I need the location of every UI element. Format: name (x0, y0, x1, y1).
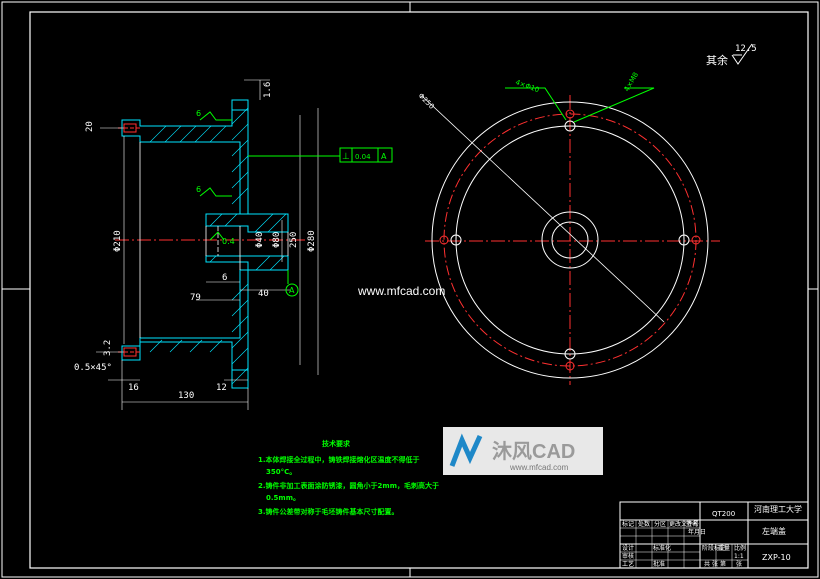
tb-cell-3: 更改文件号 (669, 520, 699, 528)
note-line-5: 3.铸件公差带对称于毛坯铸件基本尺寸配置。 (258, 507, 399, 516)
dim-val-79: 79 (190, 293, 201, 303)
tb-cell-16: 第 (720, 560, 726, 568)
watermark-logo-url: www.mfcad.com (509, 463, 569, 472)
surface-finish-value: 12.5 (735, 44, 757, 54)
dim-width: 130 (178, 391, 194, 401)
callout-thread: 4×M8 (623, 71, 640, 93)
dim-top-small: 20 (85, 121, 95, 132)
technical-notes: 技术要求 1.本体焊接全过程中，铸铁焊接熔化区温度不得低于 350°C。 2.铸… (258, 439, 439, 516)
dim-hub: Φ80 (272, 232, 282, 248)
outer-circle (431, 101, 709, 379)
tb-cell-15: 张 (712, 560, 718, 568)
hub-section-lower (205, 255, 289, 271)
watermark-logo: 沐风CAD www.mfcad.com (443, 427, 603, 475)
note-line-3: 2.铸件非加工表面涂防锈漆，圆角小于2mm，毛刺高大于 (258, 481, 439, 490)
tb-cell-2: 分区 (654, 520, 666, 528)
tb-cell-8: 阶段标记 (702, 544, 726, 552)
dim-bore: Φ40 (255, 232, 265, 248)
surface-finish-note: 其余 12.5 (706, 43, 757, 67)
dim-right-step: 12 (216, 383, 227, 393)
tb-drawing-no: ZXP-10 (762, 553, 791, 562)
tb-cell-1: 处数 (638, 520, 650, 528)
tb-cell-14: 共 (704, 560, 710, 568)
dim-offset-6: 6 (222, 273, 227, 283)
tb-cell-13: 批准 (653, 560, 665, 568)
datum-label: A (289, 286, 295, 295)
right-plan-view: 4×Φ10 4×M8 Φ250 (417, 71, 720, 385)
bolt-circle (443, 113, 697, 367)
callout-diameter: Φ250 (417, 92, 436, 111)
tb-school: 河南理工大学 (754, 504, 802, 514)
tb-cell-0: 标记 (622, 520, 634, 528)
tb-cell-11: 审核 (622, 552, 634, 560)
tb-cell-9: 重量 (718, 544, 730, 552)
watermark-logo-text: 沐风CAD (492, 440, 575, 463)
note-line-1: 1.本体焊接全过程中，铸铁焊接熔化区温度不得低于 (258, 455, 420, 464)
tb-cell-6: 设计 (622, 544, 634, 552)
tb-cell-4: 签名 (686, 520, 698, 528)
dim-flange: Φ280 (307, 230, 317, 252)
dim-bot-small: 3.2 (103, 340, 113, 356)
geometric-tolerance: ⊥ 0.04 A (248, 147, 393, 163)
gtol-symbol: ⊥ (342, 152, 350, 162)
notes-title: 技术要求 (322, 439, 351, 448)
gtol-datum: A (381, 152, 387, 161)
left-section-view: Φ210 250 Φ280 Φ80 Φ40 130 16 12 79 40 6 … (74, 79, 393, 410)
upper-flange-section (121, 109, 249, 215)
tb-cell-5: 年月日 (688, 528, 706, 536)
dim-top-rough: 1.6 (263, 82, 273, 98)
hub-outer (541, 211, 599, 269)
lower-flange-section (121, 269, 249, 371)
tb-cell-7: 标准化 (653, 544, 671, 552)
watermark-url: www.mfcad.com (357, 284, 445, 298)
tb-cell-17: 张 (736, 560, 742, 568)
weld-mark-1: 6 (196, 109, 201, 118)
tb-cell-18: 1:1 (734, 553, 744, 560)
hub-bore (551, 221, 589, 259)
tb-part-name: 左端盖 (762, 526, 786, 536)
note-line-4: 0.5mm。 (266, 494, 300, 502)
dim-chamfer: 0.5×45° (74, 363, 112, 373)
weld-mark-2: 6 (196, 185, 201, 194)
dim-left-step: 16 (128, 383, 139, 393)
hub-roughness: 0.4 (222, 237, 235, 246)
tb-material: QT200 (712, 510, 735, 518)
gtol-tolerance: 0.04 (355, 153, 371, 161)
dim-mid: 250 (289, 232, 299, 248)
surface-finish-label: 其余 (706, 53, 728, 67)
dim-outer: Φ210 (113, 230, 123, 252)
dim-len-40: 40 (258, 289, 269, 299)
second-circle (455, 125, 685, 355)
inner-frame (29, 11, 809, 569)
note-line-2: 350°C。 (266, 468, 296, 476)
tb-cell-10: 比例 (734, 544, 746, 552)
datum-marker: A (285, 270, 299, 297)
title-block: QT200 河南理工大学 左端盖 ZXP-10 标记 处数 分区 更改文件号 签… (619, 501, 809, 569)
callout-holes: 4×Φ10 (514, 78, 540, 94)
tb-cell-12: 工艺 (622, 560, 634, 568)
